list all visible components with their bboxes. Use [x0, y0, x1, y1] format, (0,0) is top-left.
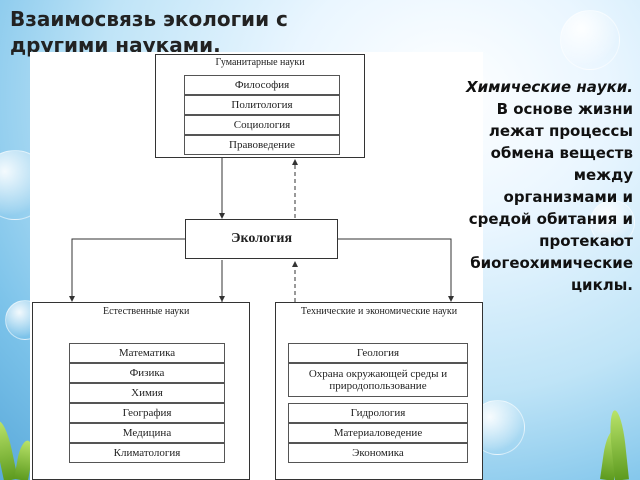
natural-item: Климатология: [69, 443, 225, 463]
technical-item: Охрана окружающей среды и природопользов…: [288, 363, 468, 397]
technical-box: Технические и экономические науки Геолог…: [275, 302, 483, 480]
natural-item: Медицина: [69, 423, 225, 443]
humanities-title: Гуманитарные науки: [215, 57, 305, 68]
technical-item: Экономика: [288, 443, 468, 463]
side-text: Химические науки. В основе жизни лежат п…: [455, 76, 633, 296]
bubble-decoration: [560, 10, 620, 70]
natural-item: Математика: [69, 343, 225, 363]
natural-item: Физика: [69, 363, 225, 383]
technical-item: Геология: [288, 343, 468, 363]
ecology-box: Экология: [185, 219, 338, 259]
natural-item: Химия: [69, 383, 225, 403]
humanities-box: Гуманитарные науки Философия Политология…: [155, 54, 365, 158]
bubble-decoration: [590, 200, 635, 245]
technical-title: Технические и экономические науки: [300, 306, 458, 317]
humanities-item: Философия: [184, 75, 340, 95]
humanities-item: Политология: [184, 95, 340, 115]
arrow-ecology-to-technical: [338, 238, 454, 302]
side-body: В основе жизни лежат процессы обмена вещ…: [468, 100, 633, 294]
technical-item: Гидрология: [288, 403, 468, 423]
natural-box: Естественные науки Математика Физика Хим…: [32, 302, 250, 480]
technical-item: Материаловедение: [288, 423, 468, 443]
ecology-diagram: Гуманитарные науки Философия Политология…: [30, 52, 483, 480]
slide-title: Взаимосвязь экологии с другими науками.: [10, 7, 288, 57]
side-heading: Химические науки.: [466, 78, 633, 96]
natural-item: География: [69, 403, 225, 423]
humanities-item: Правоведение: [184, 135, 340, 155]
arrow-ecology-to-natural: [69, 238, 185, 302]
diagram-connectors: [69, 158, 454, 302]
natural-title: Естественные науки: [103, 306, 190, 317]
humanities-item: Социология: [184, 115, 340, 135]
